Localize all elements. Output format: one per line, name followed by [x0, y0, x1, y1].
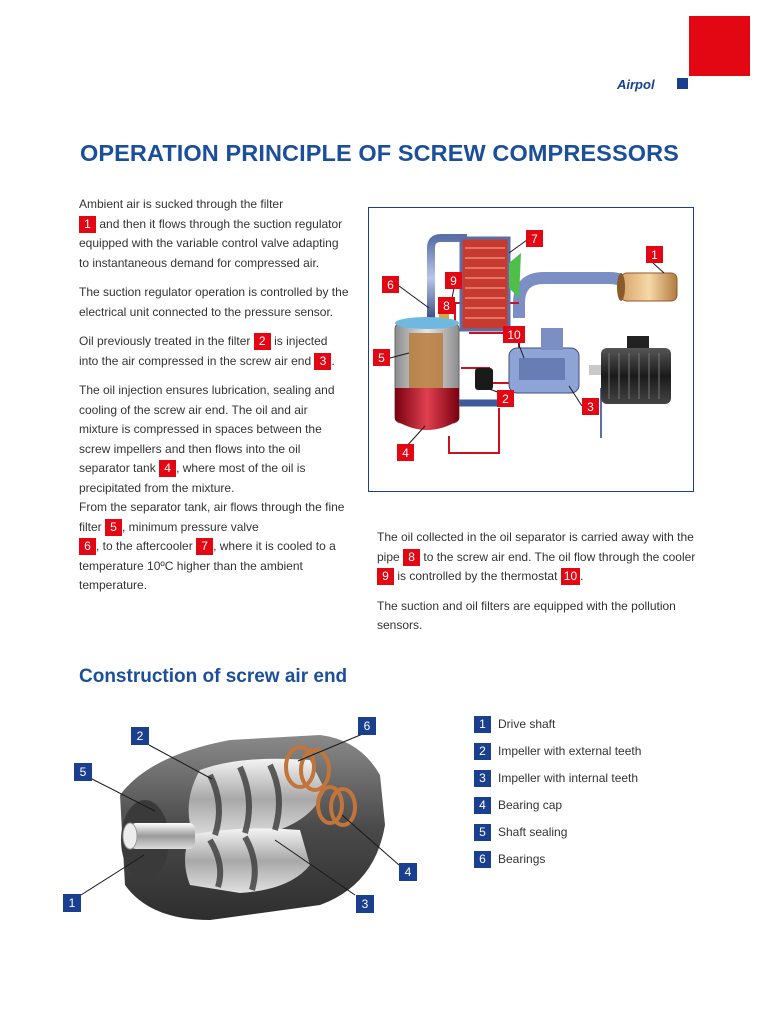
paragraph-pollution-sensors: The suction and oil filters are equipped…	[377, 598, 676, 633]
paragraph-oil-injection: Oil previously treated in the filter 2 i…	[79, 333, 335, 370]
brand-logo-square	[677, 78, 688, 89]
badge-3: 3	[314, 352, 332, 370]
badge-8: 8	[403, 548, 421, 566]
paragraph-lubrication: The oil injection ensures lubrication, s…	[79, 383, 335, 495]
air-end-callout-5: 5	[74, 763, 92, 781]
diagram-callout-10: 10	[507, 328, 521, 342]
diagram-callout-1: 1	[651, 248, 658, 262]
legend-number: 4	[474, 797, 491, 814]
diagram-callout-4: 4	[402, 446, 409, 460]
diagram-callout-8: 8	[443, 299, 450, 313]
diagram-callout-6: 6	[387, 278, 394, 292]
legend-number: 6	[474, 851, 491, 868]
air-end-callout-6: 6	[358, 717, 376, 735]
legend-label: Drive shaft	[498, 717, 556, 731]
diagram-callout-5: 5	[378, 351, 385, 365]
paragraph-regulator: The suction regulator operation is contr…	[79, 285, 349, 319]
section-subtitle: Construction of screw air end	[79, 666, 348, 687]
legend-number: 1	[474, 716, 491, 733]
diagram-callout-3: 3	[587, 400, 594, 414]
badge-4: 4	[159, 460, 177, 477]
badge-2: 2	[253, 333, 271, 350]
legend-label: Shaft sealing	[498, 825, 568, 839]
air-end-callout-2: 2	[131, 727, 149, 745]
left-text-column: Ambient air is sucked through the filter…	[79, 195, 349, 606]
compressor-illustration: 7 1 6 9 8 10 5 2 3 4	[373, 230, 678, 461]
badge-5: 5	[105, 518, 123, 536]
diagram-callout-2: 2	[502, 392, 509, 406]
air-end-callout-1: 1	[63, 894, 81, 912]
diagram-callout-7: 7	[531, 232, 538, 246]
paragraph-oil-return: The oil collected in the oil separator i…	[377, 530, 696, 585]
badge-7: 7	[196, 538, 214, 555]
badge-10: 10	[560, 568, 581, 585]
badge-1: 1	[79, 215, 96, 233]
page-title: OPERATION PRINCIPLE OF SCREW COMPRESSORS	[80, 140, 679, 166]
air-end-callout-3: 3	[356, 895, 374, 913]
badge-9: 9	[377, 568, 394, 585]
legend-label: Bearings	[498, 852, 546, 866]
screw-air-end-diagram: 2 6 5 4 1 3	[60, 715, 430, 930]
paragraph-separator-flow: From the separator tank, air flows throu…	[79, 500, 345, 592]
legend-label: Impeller with external teeth	[498, 744, 642, 758]
legend-number: 3	[474, 770, 491, 787]
right-text-column: The oil collected in the oil separator i…	[377, 528, 697, 646]
legend-number: 5	[474, 824, 491, 841]
air-end-callout-4: 4	[399, 863, 417, 881]
badge-6: 6	[79, 538, 96, 555]
legend-label: Bearing cap	[498, 798, 563, 812]
legend-label: Impeller with internal teeth	[498, 771, 639, 785]
legend-number: 2	[474, 743, 491, 760]
air-end-illustration	[80, 732, 400, 920]
compressor-diagram: 7 1 6 9 8 10 5 2 3 4	[368, 207, 694, 492]
brand-logo-text: Airpol	[617, 77, 655, 92]
diagram-callout-9: 9	[450, 274, 457, 288]
corner-red-square	[689, 16, 750, 76]
paragraph-intake: Ambient air is sucked through the filter…	[79, 197, 343, 270]
